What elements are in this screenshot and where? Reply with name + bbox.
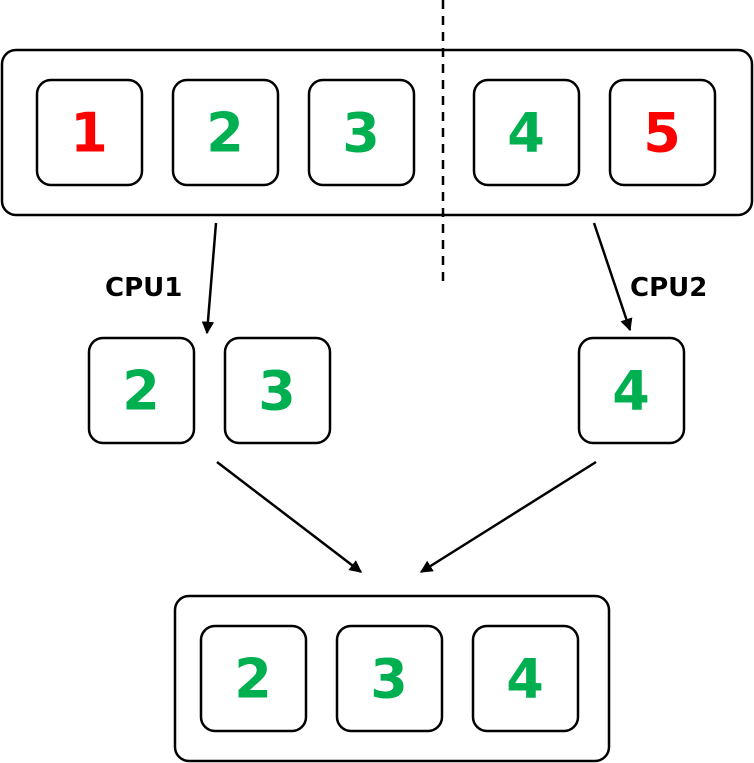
arrow-cpu1-to-output bbox=[216, 461, 362, 573]
cpu1-item-1-label: 2 bbox=[122, 360, 160, 423]
input-item-1-label: 1 bbox=[70, 102, 108, 165]
input-item-5-label: 5 bbox=[643, 102, 681, 165]
arrow-to-cpu1 bbox=[201, 222, 218, 335]
cpu1-item-1: 2 bbox=[87, 336, 196, 445]
input-item-4-label: 4 bbox=[507, 102, 545, 165]
input-item-4: 4 bbox=[472, 78, 581, 187]
output-item-1-label: 2 bbox=[234, 648, 272, 711]
input-item-2: 2 bbox=[171, 78, 280, 187]
input-item-5: 5 bbox=[608, 78, 717, 187]
output-item-2: 3 bbox=[335, 624, 444, 733]
output-item-3: 4 bbox=[471, 624, 580, 733]
output-item-1: 2 bbox=[199, 624, 308, 733]
cpu1-item-2: 3 bbox=[223, 336, 332, 445]
input-item-1: 1 bbox=[35, 78, 144, 187]
arrow-to-cpu2 bbox=[592, 222, 633, 332]
input-item-3-label: 3 bbox=[342, 102, 380, 165]
input-item-3: 3 bbox=[307, 78, 416, 187]
output-item-2-label: 3 bbox=[370, 648, 408, 711]
cpu2-label: CPU2 bbox=[630, 273, 707, 303]
output-item-3-label: 4 bbox=[506, 648, 544, 711]
cpu2-item-1-label: 4 bbox=[612, 360, 650, 423]
arrow-cpu2-to-output bbox=[419, 460, 597, 574]
cpu2-item-1: 4 bbox=[577, 336, 686, 445]
cpu1-item-2-label: 3 bbox=[258, 360, 296, 423]
cpu1-label: CPU1 bbox=[105, 273, 182, 303]
input-item-2-label: 2 bbox=[206, 102, 244, 165]
